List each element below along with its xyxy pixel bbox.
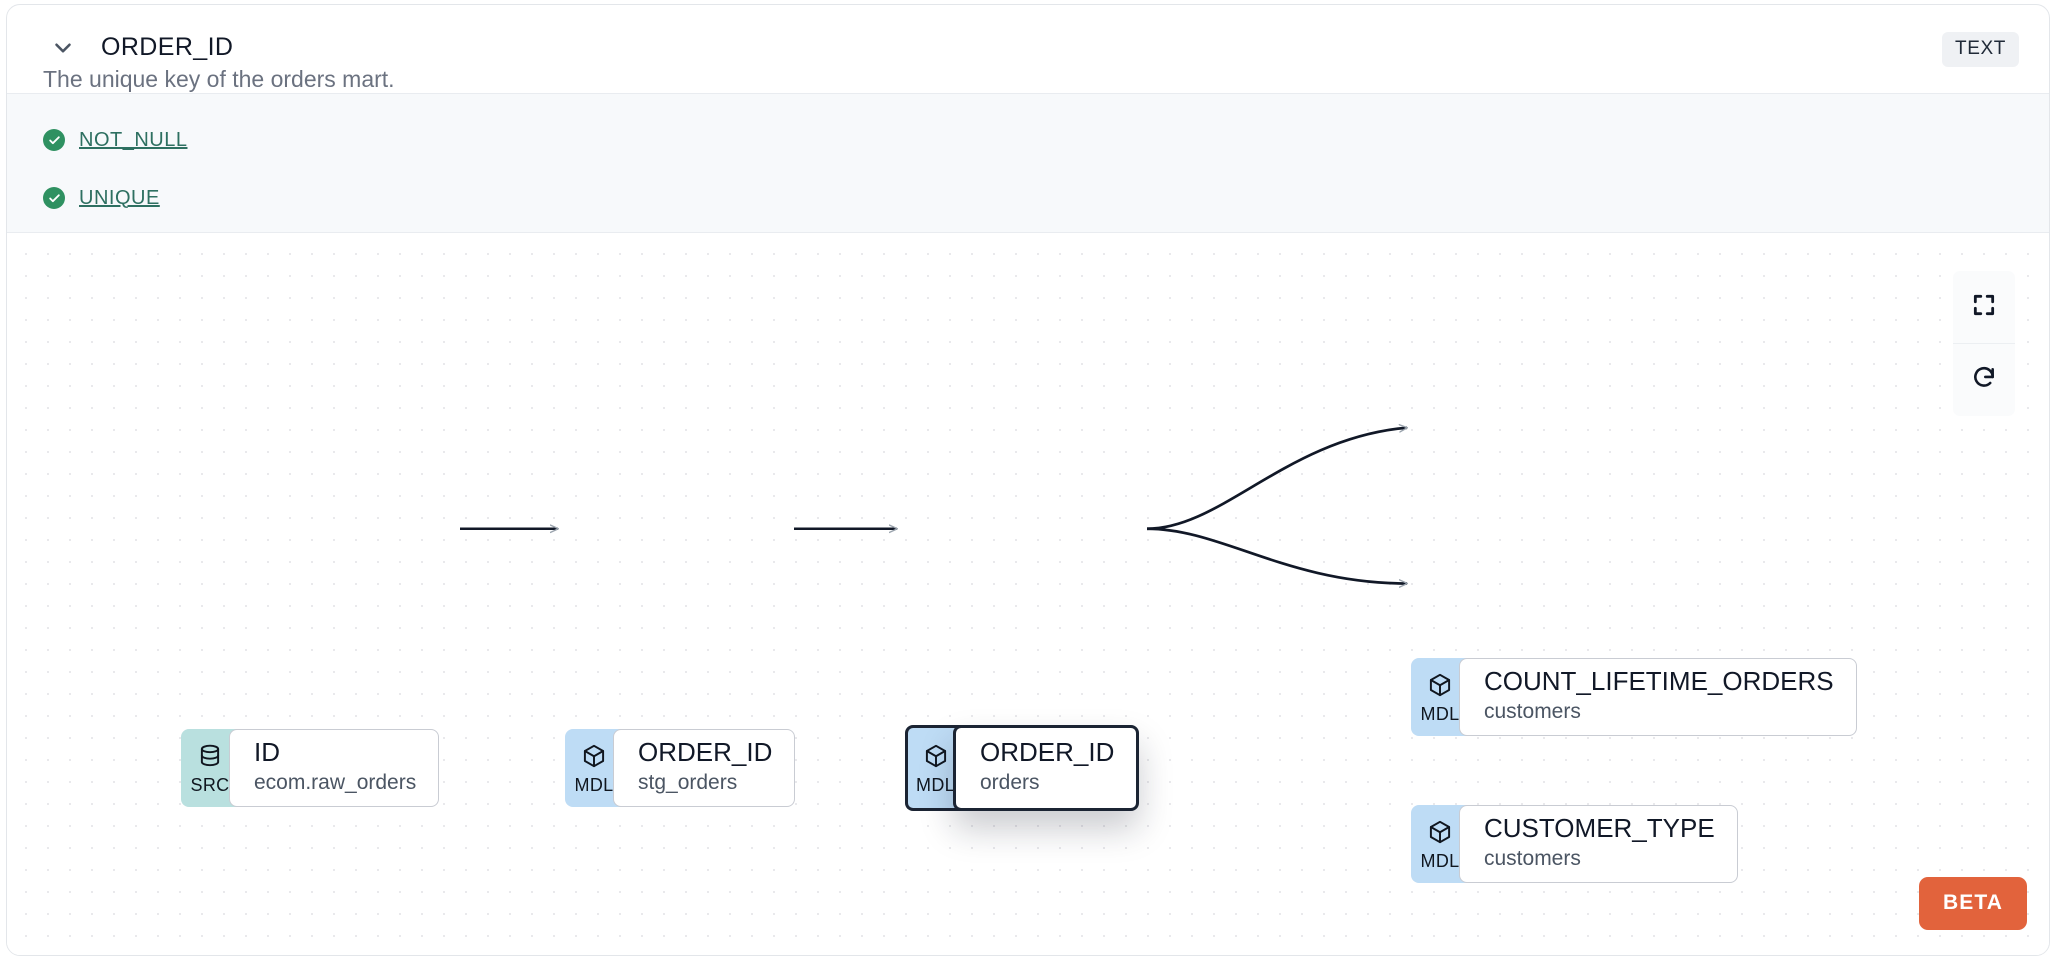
node-type-label: MDL [1420,850,1460,871]
node-body: ORDER_ID stg_orders [613,729,796,807]
node-body: CUSTOMER_TYPE customers [1459,805,1738,883]
node-column-name: COUNT_LIFETIME_ORDERS [1484,666,1834,697]
column-description: The unique key of the orders mart. [43,66,395,92]
edge [1146,428,1407,531]
node-body: ORDER_ID orders [953,725,1140,811]
canvas-controls [1953,271,2015,416]
lineage-node-customer-type[interactable]: MDL CUSTOMER_TYPE customers [1411,805,1738,883]
data-type-badge: TEXT [1942,32,2019,67]
fullscreen-button[interactable] [1953,271,2015,343]
control-divider [1953,343,2015,344]
node-source-name: orders [980,771,1040,795]
refresh-icon [1971,365,1997,396]
chevron-down-icon[interactable] [49,34,77,62]
lineage-node-orders-selected[interactable]: MDL ORDER_ID orders [905,725,1140,811]
test-row: UNIQUE [43,176,2049,220]
edge [1146,527,1407,584]
cube-icon [581,743,607,774]
cube-icon [1427,819,1453,850]
node-source-name: customers [1484,700,1581,724]
node-column-name: ID [254,737,280,768]
test-row: NOT_NULL [43,118,2049,162]
node-body: COUNT_LIFETIME_ORDERS customers [1459,658,1857,736]
node-column-name: ORDER_ID [638,737,773,768]
node-column-name: CUSTOMER_TYPE [1484,813,1715,844]
node-type-label: MDL [1420,703,1460,724]
cube-icon [923,743,949,774]
node-type-label: MDL [916,774,955,795]
node-source-name: ecom.raw_orders [254,771,417,795]
check-circle-icon [43,187,65,209]
lineage-edges [460,233,2049,955]
page-title: ORDER_ID [101,33,234,61]
check-circle-icon [43,129,65,151]
fullscreen-icon [1971,292,1997,323]
test-link-not-null[interactable]: NOT_NULL [79,128,188,151]
beta-badge[interactable]: BETA [1918,877,2027,930]
refresh-button[interactable] [1953,344,2015,416]
column-detail-card: ORDER_ID TEXT The unique key of the orde… [6,4,2050,956]
node-body: ID ecom.raw_orders [229,729,440,807]
card-header: ORDER_ID TEXT The unique key of the orde… [7,5,2049,93]
cube-icon [1427,672,1453,703]
node-source-name: customers [1484,847,1581,871]
lineage-node-stg-orders[interactable]: MDL ORDER_ID stg_orders [565,729,796,807]
node-type-label: MDL [574,774,614,795]
lineage-canvas[interactable]: SRC ID ecom.raw_orders MDL ORDER_ID stg_… [7,233,2049,955]
lineage-node-count-lifetime-orders[interactable]: MDL COUNT_LIFETIME_ORDERS customers [1411,658,1857,736]
node-source-name: stg_orders [638,771,738,795]
lineage-node-src-id[interactable]: SRC ID ecom.raw_orders [181,729,440,807]
test-link-unique[interactable]: UNIQUE [79,186,160,209]
node-column-name: ORDER_ID [980,737,1115,768]
node-type-label: SRC [190,774,230,795]
tests-section: NOT_NULL UNIQUE [7,93,2049,233]
database-icon [197,743,223,774]
